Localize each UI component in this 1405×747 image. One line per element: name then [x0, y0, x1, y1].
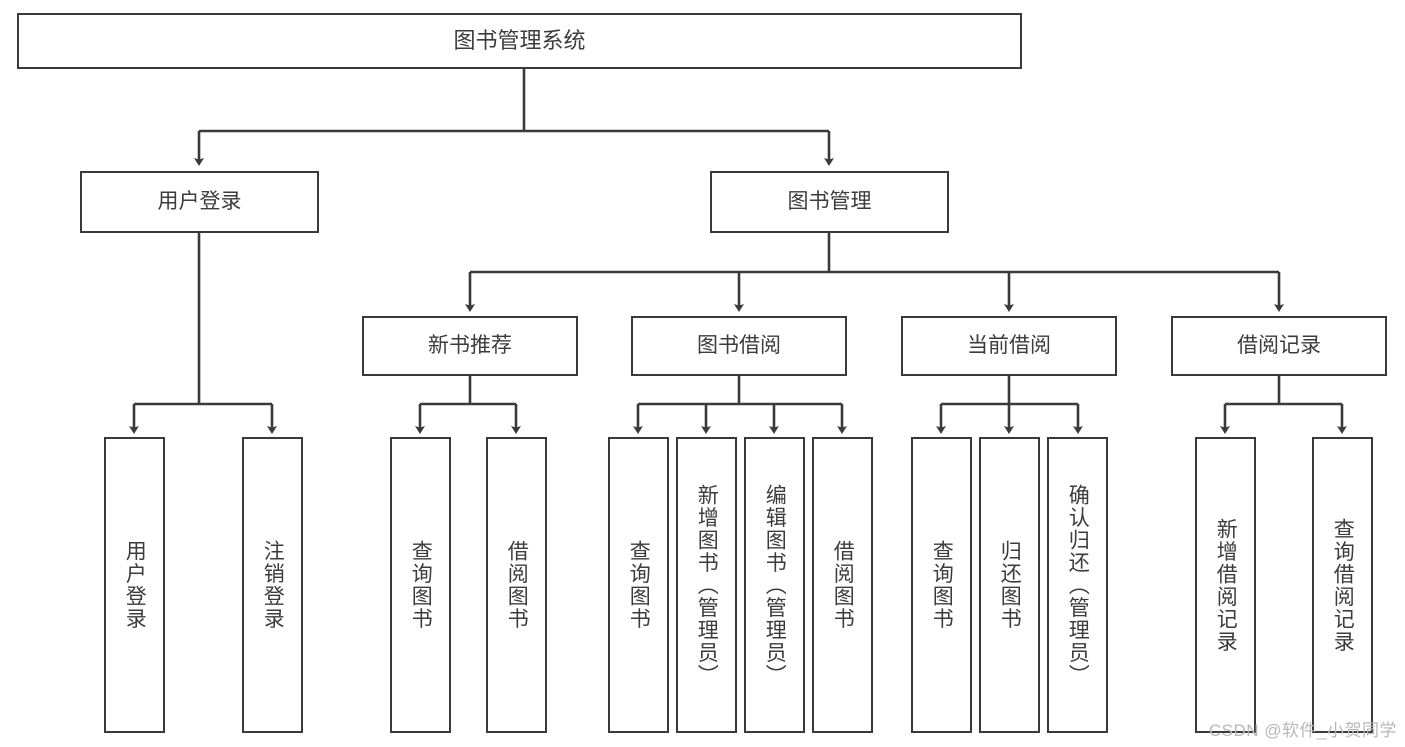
node-leaf-query-book-current-label: 查询图书	[930, 540, 954, 630]
node-leaf-logout-label: 注销登录	[261, 540, 285, 630]
node-book-management[interactable]: 图书管理	[710, 171, 949, 233]
node-borrow-record[interactable]: 借阅记录	[1171, 316, 1387, 376]
node-leaf-borrow-book-label: 借阅图书	[831, 540, 855, 630]
node-root-label: 图书管理系统	[453, 27, 586, 53]
node-leaf-query-book-borrow[interactable]: 查询图书	[608, 437, 669, 733]
node-leaf-query-book-rec-label: 查询图书	[409, 540, 433, 630]
node-leaf-query-book-rec[interactable]: 查询图书	[390, 437, 451, 733]
node-leaf-query-borrow-record-label: 查询借阅记录	[1331, 517, 1355, 653]
csdn-watermark: CSDN @软件_小贺同学	[1208, 721, 1397, 740]
node-leaf-confirm-return-admin[interactable]: 确认归还（管理员）	[1047, 437, 1108, 733]
node-leaf-add-book-admin-label: 新增图书（管理员）	[695, 483, 719, 687]
node-leaf-edit-book-admin[interactable]: 编辑图书（管理员）	[744, 437, 805, 733]
node-leaf-borrow-book[interactable]: 借阅图书	[812, 437, 873, 733]
node-leaf-borrow-book-rec-label: 借阅图书	[505, 540, 529, 630]
node-leaf-edit-book-admin-label: 编辑图书（管理员）	[763, 483, 787, 687]
node-leaf-add-book-admin[interactable]: 新增图书（管理员）	[676, 437, 737, 733]
node-leaf-query-borrow-record[interactable]: 查询借阅记录	[1312, 437, 1373, 733]
node-leaf-add-borrow-record[interactable]: 新增借阅记录	[1195, 437, 1256, 733]
node-root[interactable]: 图书管理系统	[17, 13, 1022, 69]
node-leaf-query-book-current[interactable]: 查询图书	[911, 437, 972, 733]
node-leaf-borrow-book-rec[interactable]: 借阅图书	[486, 437, 547, 733]
node-book-management-label: 图书管理	[787, 190, 872, 214]
node-leaf-return-book-label: 归还图书	[998, 540, 1022, 630]
node-leaf-confirm-return-admin-label: 确认归还（管理员）	[1066, 483, 1090, 687]
node-leaf-query-book-borrow-label: 查询图书	[627, 540, 651, 630]
node-current-borrow-label: 当前借阅	[967, 334, 1051, 358]
node-current-borrow[interactable]: 当前借阅	[901, 316, 1117, 376]
node-book-borrow-label: 图书借阅	[697, 334, 781, 358]
node-user-login-label: 用户登录	[157, 190, 242, 214]
node-leaf-logout[interactable]: 注销登录	[242, 437, 303, 733]
node-borrow-record-label: 借阅记录	[1237, 334, 1321, 358]
node-user-login[interactable]: 用户登录	[80, 171, 319, 233]
node-leaf-user-login-label: 用户登录	[123, 540, 147, 630]
node-leaf-add-borrow-record-label: 新增借阅记录	[1214, 517, 1238, 653]
node-leaf-return-book[interactable]: 归还图书	[979, 437, 1040, 733]
node-leaf-user-login[interactable]: 用户登录	[104, 437, 165, 733]
node-book-borrow[interactable]: 图书借阅	[631, 316, 847, 376]
node-new-book-recommend[interactable]: 新书推荐	[362, 316, 578, 376]
node-new-book-recommend-label: 新书推荐	[428, 334, 512, 358]
